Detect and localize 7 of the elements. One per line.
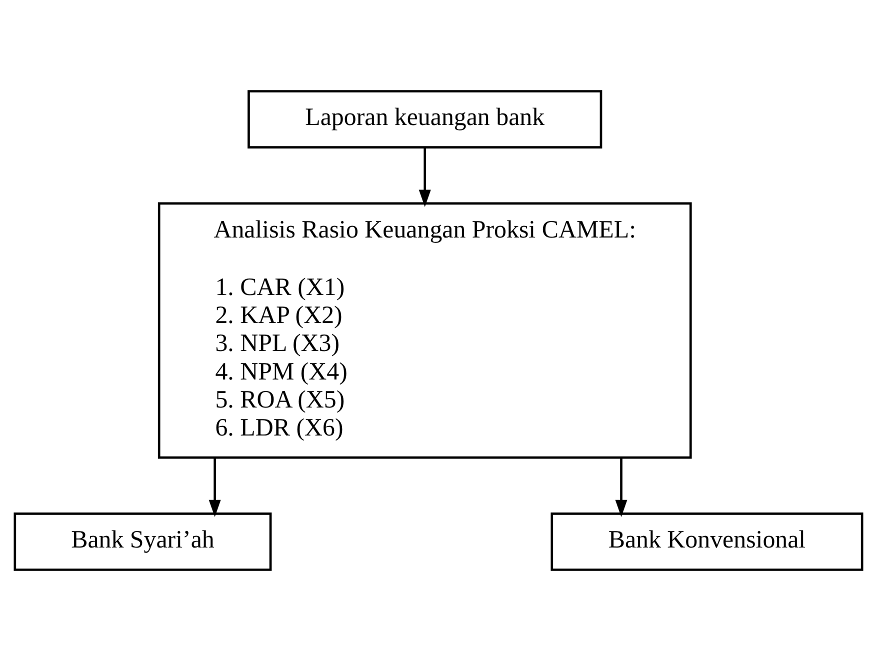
arrow <box>615 458 628 518</box>
arrow <box>208 458 221 518</box>
arrow <box>418 148 431 207</box>
node-box: Analisis Rasio Keuangan Proksi CAMEL: 1. CAR (X1) 2. KAP (X2) 3. NPL (X3) 4. NPM (X4) 5. ROA (X5) 6. LDR (X6) <box>158 202 692 459</box>
node-box: Laporan keuangan bank <box>248 90 602 149</box>
node-box: Bank Syari’ah <box>14 512 272 571</box>
node-box: Bank Konvensional <box>550 512 864 571</box>
